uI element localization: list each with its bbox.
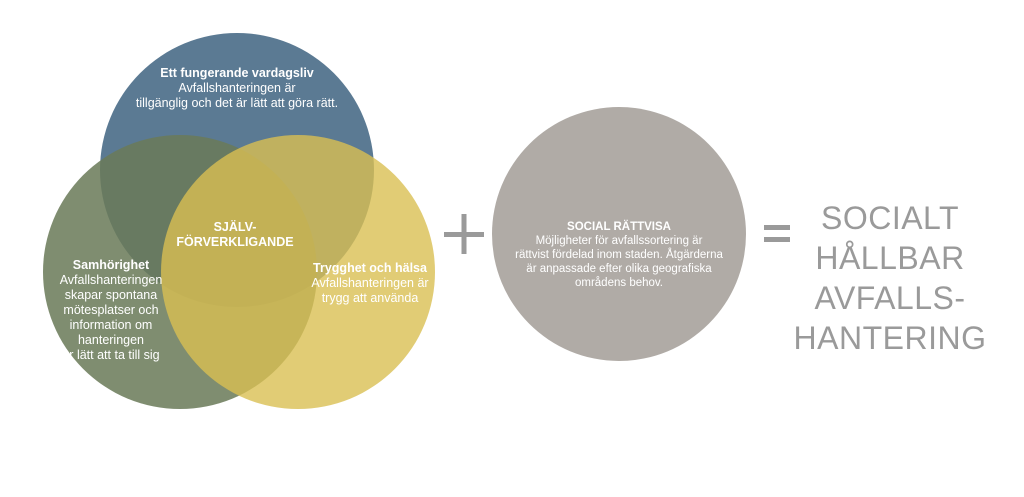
circle-social-line: rättvist fördelad inom staden. Åtgärdern… [515, 249, 723, 261]
center-text: SJÄLV- FÖRVERKLIGANDE [160, 220, 310, 250]
circle-social-line: områdens behov. [574, 277, 663, 289]
circle-right-title: Trygghet och hälsa [313, 261, 427, 275]
circle-right-yellow [161, 135, 435, 409]
circle-social-line: Möjligheter för avfallssortering är [535, 235, 703, 247]
circle-left-line: skapar spontana [64, 288, 158, 302]
result-line: HÅLLBAR [815, 240, 965, 276]
result-text: SOCIALT HÅLLBAR AVFALLS- HANTERING [790, 198, 990, 358]
result-line: AVFALLS- [814, 280, 966, 316]
circle-top-title: Ett fungerande vardagsliv [160, 66, 314, 80]
circle-social-text: SOCIAL RÄTTVISA Möjligheter för avfallss… [509, 220, 729, 290]
circle-top-text: Ett fungerande vardagsliv Avfallshanteri… [132, 66, 342, 111]
circle-social-gray [492, 107, 746, 361]
circle-left-line: information om [69, 318, 153, 332]
result-line: HANTERING [793, 320, 987, 356]
circle-left-line: hanteringen [77, 333, 145, 347]
circle-right-line: trygg att använda [321, 291, 419, 305]
equals-top-bar [764, 225, 790, 230]
circle-left-text: Samhörighet Avfallshanteringen skapar sp… [46, 258, 176, 363]
result-line: SOCIALT [820, 200, 960, 236]
circle-top-line: tillgänglig och det är lätt att göra rät… [135, 96, 339, 110]
circle-top-line: Avfallshanteringen är [178, 81, 296, 95]
circle-left-line: är lätt att ta till sig [62, 348, 160, 362]
circle-right-line: Avfallshanteringen är [311, 276, 429, 290]
circle-social-line: är anpassade efter olika geografiska [526, 263, 712, 275]
circle-social-title: SOCIAL RÄTTVISA [567, 221, 671, 233]
equals-bottom-bar [764, 237, 790, 242]
circle-left-line: Avfallshanteringen [59, 273, 163, 287]
circle-right-text: Trygghet och hälsa Avfallshanteringen är… [302, 261, 438, 306]
circle-left-line: mötesplatser och [63, 303, 159, 317]
center-line: FÖRVERKLIGANDE [176, 235, 294, 249]
plus-vertical [461, 214, 467, 254]
circle-left-title: Samhörighet [72, 258, 150, 272]
center-line: SJÄLV- [213, 220, 257, 234]
